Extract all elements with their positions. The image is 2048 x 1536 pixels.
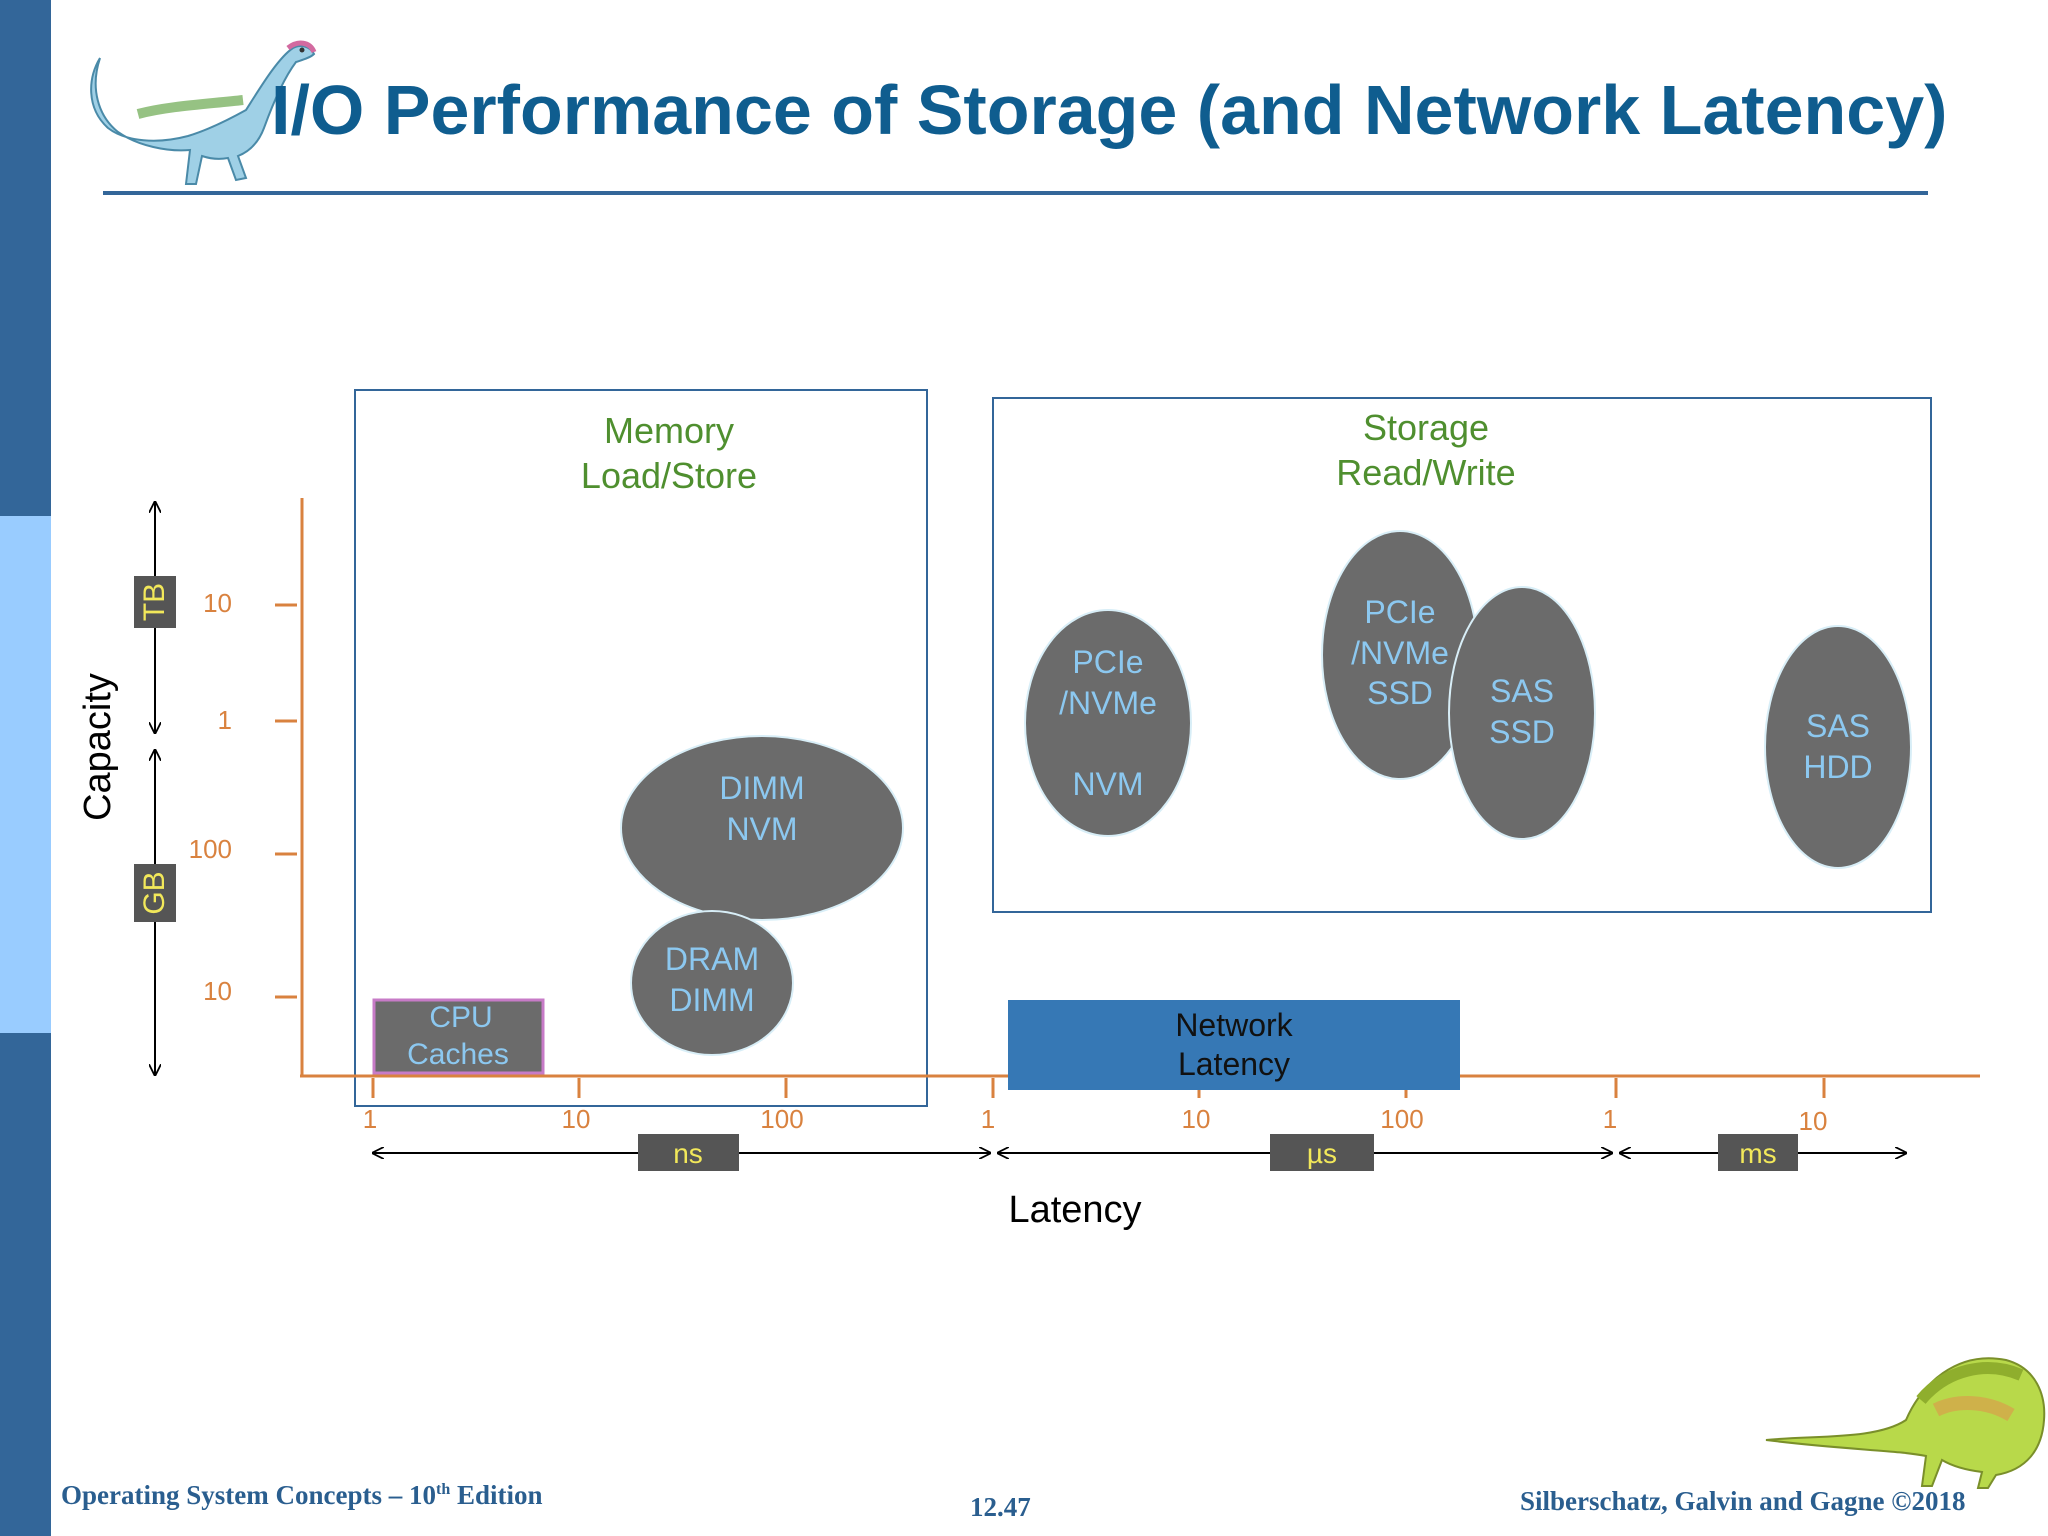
- footer-book-title: Operating System Concepts – 10th Edition: [61, 1480, 543, 1510]
- pcie-nvme-ssd-label: SSD: [1367, 675, 1433, 711]
- title-divider: [103, 191, 1928, 195]
- network-latency-label: Latency: [1178, 1046, 1290, 1082]
- x-axis-title: Latency: [1008, 1189, 1141, 1231]
- us-unit-label: µs: [1307, 1138, 1337, 1169]
- x-tick-label: 10: [1182, 1104, 1211, 1134]
- pcie-nvme-ssd-label: PCIe: [1364, 594, 1435, 630]
- dimm-nvm-blob: [620, 735, 904, 921]
- y-ticks: [275, 603, 297, 999]
- x-tick-label: 1: [981, 1104, 995, 1134]
- x-tick-label: 100: [760, 1104, 803, 1134]
- footer-page-number: 12.47: [970, 1492, 1031, 1522]
- gb-unit-label: GB: [138, 871, 171, 914]
- y-axis-title: Capacity: [77, 673, 119, 821]
- cpu-caches-label: CPU: [429, 1001, 492, 1034]
- ns-unit-label: ns: [673, 1138, 703, 1169]
- us-unit-box: [1270, 1134, 1374, 1171]
- dram-dimm-label: DRAM: [665, 941, 759, 977]
- memory-region-label-line2: Load/Store: [581, 455, 757, 496]
- dram-dimm-blob: [630, 910, 794, 1056]
- memory-region-box: [354, 389, 928, 1107]
- x-tick-label: 1: [363, 1104, 377, 1134]
- sas-ssd-blob: [1448, 586, 1596, 840]
- ms-unit-box: [1718, 1134, 1798, 1171]
- storage-region-label-line1: Storage: [1363, 407, 1489, 448]
- cpu-caches-label: Caches: [407, 1038, 509, 1071]
- dinosaur-logo-top: [90, 40, 317, 185]
- memory-region-label-line1: Memory: [604, 410, 734, 451]
- gb-unit-box: [134, 864, 176, 922]
- x-tick-label: 10: [1799, 1106, 1828, 1136]
- sas-ssd-label: SSD: [1489, 714, 1555, 750]
- y-tick-label: 1: [218, 705, 232, 735]
- x-ticks: [371, 1078, 1826, 1098]
- sas-hdd-blob: [1764, 625, 1912, 869]
- pcie-nvme-nvm-label: NVM: [1072, 766, 1143, 802]
- dimm-nvm-label: NVM: [726, 811, 797, 847]
- pcie-nvme-nvm-label: PCIe: [1072, 644, 1143, 680]
- y-tick-label: 10: [203, 976, 232, 1006]
- sidebar-highlight: [0, 516, 51, 1033]
- ns-unit-box: [638, 1134, 739, 1171]
- pcie-nvme-nvm-blob: [1024, 609, 1192, 837]
- dinosaur-logo-bottom: [1765, 1357, 2046, 1489]
- x-tick-label: 100: [1380, 1104, 1423, 1134]
- y-tick-label: 100: [189, 834, 232, 864]
- pcie-nvme-nvm-label: /NVMe: [1059, 685, 1157, 721]
- footer-authors: Silberschatz, Galvin and Gagne ©2018: [1520, 1486, 1966, 1516]
- network-latency-box: [1008, 1000, 1460, 1090]
- x-tick-label: 10: [562, 1104, 591, 1134]
- sas-ssd-label: SAS: [1490, 673, 1554, 709]
- storage-region-label-line2: Read/Write: [1336, 452, 1515, 493]
- tb-unit-label: TB: [138, 583, 171, 621]
- dram-dimm-label: DIMM: [669, 982, 754, 1018]
- ms-unit-label: ms: [1739, 1138, 1776, 1169]
- y-tick-label: 10: [203, 588, 232, 618]
- pcie-nvme-ssd-label: /NVMe: [1351, 635, 1449, 671]
- sas-hdd-label: HDD: [1803, 749, 1872, 785]
- storage-region-box: [992, 397, 1932, 913]
- sas-hdd-label: SAS: [1806, 708, 1870, 744]
- cpu-caches-box: [372, 998, 545, 1075]
- slide-title: I/O Performance of Storage (and Network …: [271, 71, 1948, 149]
- x-tick-label: 1: [1603, 1104, 1617, 1134]
- dimm-nvm-label: DIMM: [719, 770, 804, 806]
- tb-unit-box: [134, 576, 176, 628]
- network-latency-label: Network: [1175, 1007, 1293, 1043]
